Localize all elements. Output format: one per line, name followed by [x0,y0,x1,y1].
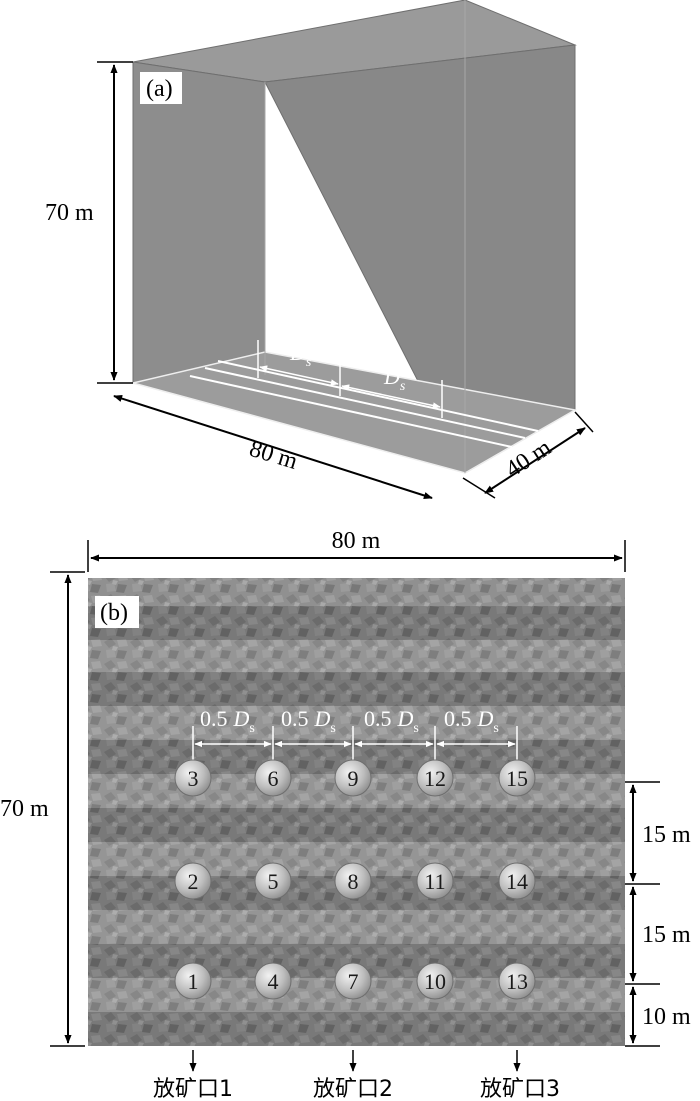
marker-label: 13 [506,969,528,994]
b-height-label: 70 m [0,796,49,822]
marker-ball [254,862,292,900]
ds-arrow-1 [259,365,339,386]
marker-label: 2 [188,869,199,894]
level-label-2: 15 m [642,922,691,948]
marker-label: 15 [506,766,528,791]
rock-band [88,640,625,672]
marker-ball [334,862,372,900]
box-left-face [132,61,266,384]
rock-band [88,808,625,842]
panel-a-tag: (a) [146,76,173,102]
panel-b-tag: (b) [100,600,128,626]
marker-label: 1 [188,969,199,994]
level-dimensions: 15 m 15 m 10 m [625,781,691,1047]
marker-label: 7 [348,969,359,994]
panel-a-tag-box [140,72,182,104]
outlet-label-2: 放矿口2 [313,1077,393,1101]
rock-band [88,910,625,944]
rock-band [88,1012,625,1046]
depth-arrow [484,427,586,494]
height-label: 70 m [45,200,94,226]
length-arrow [113,395,433,499]
marker-ball [334,962,372,1000]
level-label-1: 15 m [642,822,691,848]
marker-label: 10 [424,969,446,994]
marker-ball [416,862,454,900]
marker-label: 9 [348,766,359,791]
level-label-3: 10 m [642,1004,691,1030]
marker-grid: 3 6 9 12 15 2 5 8 11 14 1 4 7 10 13 [174,759,536,1000]
marker-ball [498,962,536,1000]
marker-ball [254,962,292,1000]
rock-band [88,606,625,640]
panel-a-box: Ds Ds [132,0,578,474]
panel-b-tag-box [95,596,139,628]
marker-label: 5 [268,869,279,894]
marker-label: 6 [268,766,279,791]
depth-tick-left [462,477,496,499]
width-label: 80 m [332,528,381,554]
length-label: 80 m [246,436,300,475]
marker-ball [174,962,212,1000]
marker-ball [416,962,454,1000]
ds-label-2: Ds [383,364,406,394]
ds-label-1: Ds [289,340,312,370]
marker-ball [416,759,454,797]
marker-label: 8 [348,869,359,894]
rock-band [88,578,625,606]
rock-band [88,672,625,706]
marker-label: 11 [424,869,445,894]
outlet-label-3: 放矿口3 [480,1077,560,1101]
outlet-label-1: 放矿口1 [153,1077,233,1101]
marker-ball [174,862,212,900]
marker-label: 14 [506,869,528,894]
depth-tick-right [574,411,594,433]
marker-ball [498,759,536,797]
marker-ball [498,862,536,900]
marker-label: 4 [268,969,279,994]
marker-ball [174,759,212,797]
outlets: 放矿口1 放矿口2 放矿口3 [153,1050,560,1101]
marker-label: 3 [188,766,199,791]
marker-ball [334,759,372,797]
rock-band [88,706,625,740]
marker-ball [254,759,292,797]
marker-label: 12 [424,766,446,791]
